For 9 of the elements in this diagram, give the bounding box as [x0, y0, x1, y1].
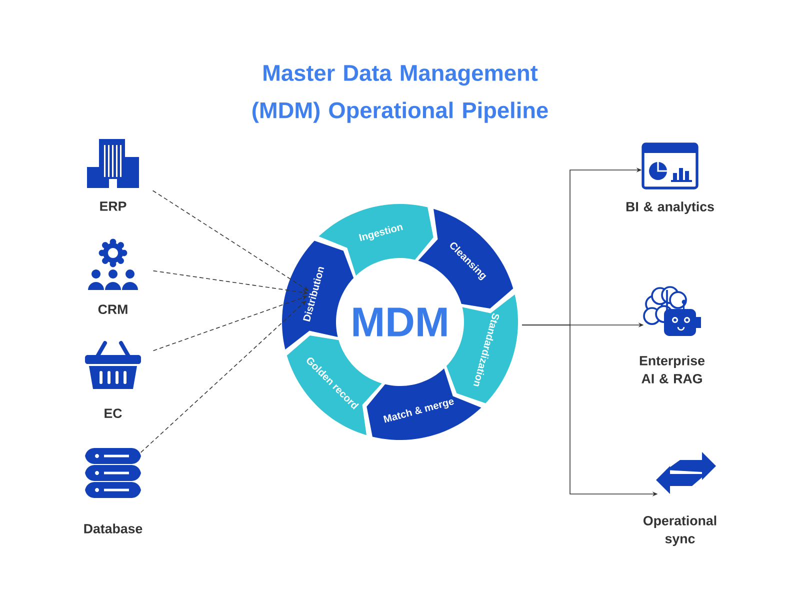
item-label: Database: [84, 524, 142, 534]
item-label: Enterprise AI & RAG: [640, 356, 705, 384]
title: Master Data Management (MDM) Operational Pipeline: [252, 65, 548, 123]
item-label: EC: [104, 408, 122, 418]
item-label: ERP: [100, 202, 126, 211]
item-label: Operational sync: [644, 516, 716, 546]
item-label: BI & analytics: [626, 202, 714, 214]
center-label: MDM: [353, 308, 447, 336]
item-label: CRM: [98, 304, 128, 314]
